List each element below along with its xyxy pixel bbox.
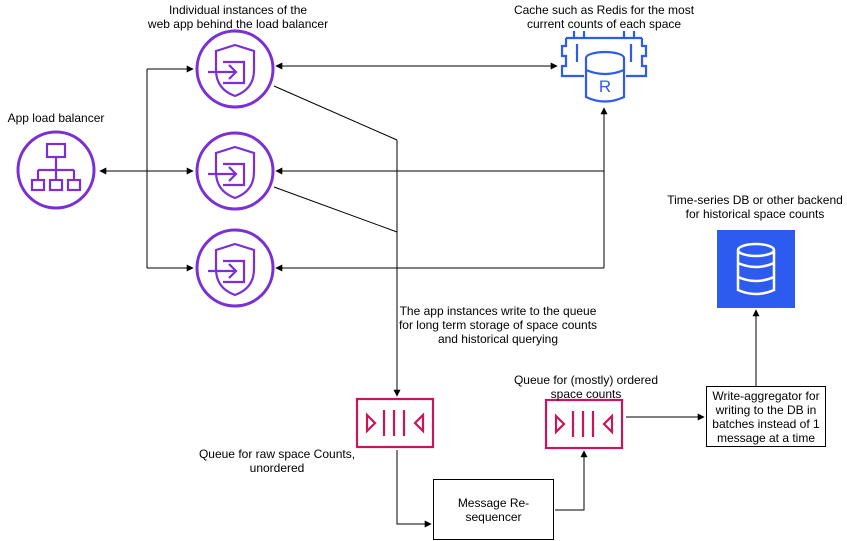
- instance-2-queue-connector: [273, 186, 398, 233]
- redis-cache-icon: R: [560, 31, 648, 103]
- load-balancer-icon: [16, 130, 96, 210]
- timeseries-db-label: Time-series DB or other backend for hist…: [667, 193, 843, 221]
- web-app-instance-icon: [195, 228, 275, 308]
- instances-label: Individual instances of the web app behi…: [147, 3, 329, 31]
- queue-icon: [355, 397, 435, 449]
- message-resequencer-box: Message Re- sequencer: [433, 479, 554, 540]
- connectors: [99, 62, 760, 528]
- web-app-instance-icon: [195, 29, 275, 109]
- write-aggregator-box: Write-aggregator for writing to the DB i…: [706, 386, 826, 447]
- load-balancer-label: App load balancer: [7, 111, 105, 125]
- web-app-instance-icon: [195, 131, 275, 211]
- resequencer-to-ordered-queue-connector: [555, 450, 588, 511]
- raw-queue-to-resequencer-connector: [396, 450, 432, 528]
- raw-queue-label: Queue for raw space Counts, unordered: [198, 447, 356, 475]
- cache-label: Cache such as Redis for the most current…: [513, 3, 695, 31]
- queue-write-note-label: The app instances write to the queue for…: [398, 304, 598, 346]
- ordered-queue-label: Queue for (mostly) ordered space counts: [513, 373, 659, 401]
- queue-icon: [544, 398, 624, 450]
- instance-1-queue-connector: [273, 85, 398, 141]
- svg-text:R: R: [599, 77, 611, 96]
- database-icon: [717, 230, 795, 308]
